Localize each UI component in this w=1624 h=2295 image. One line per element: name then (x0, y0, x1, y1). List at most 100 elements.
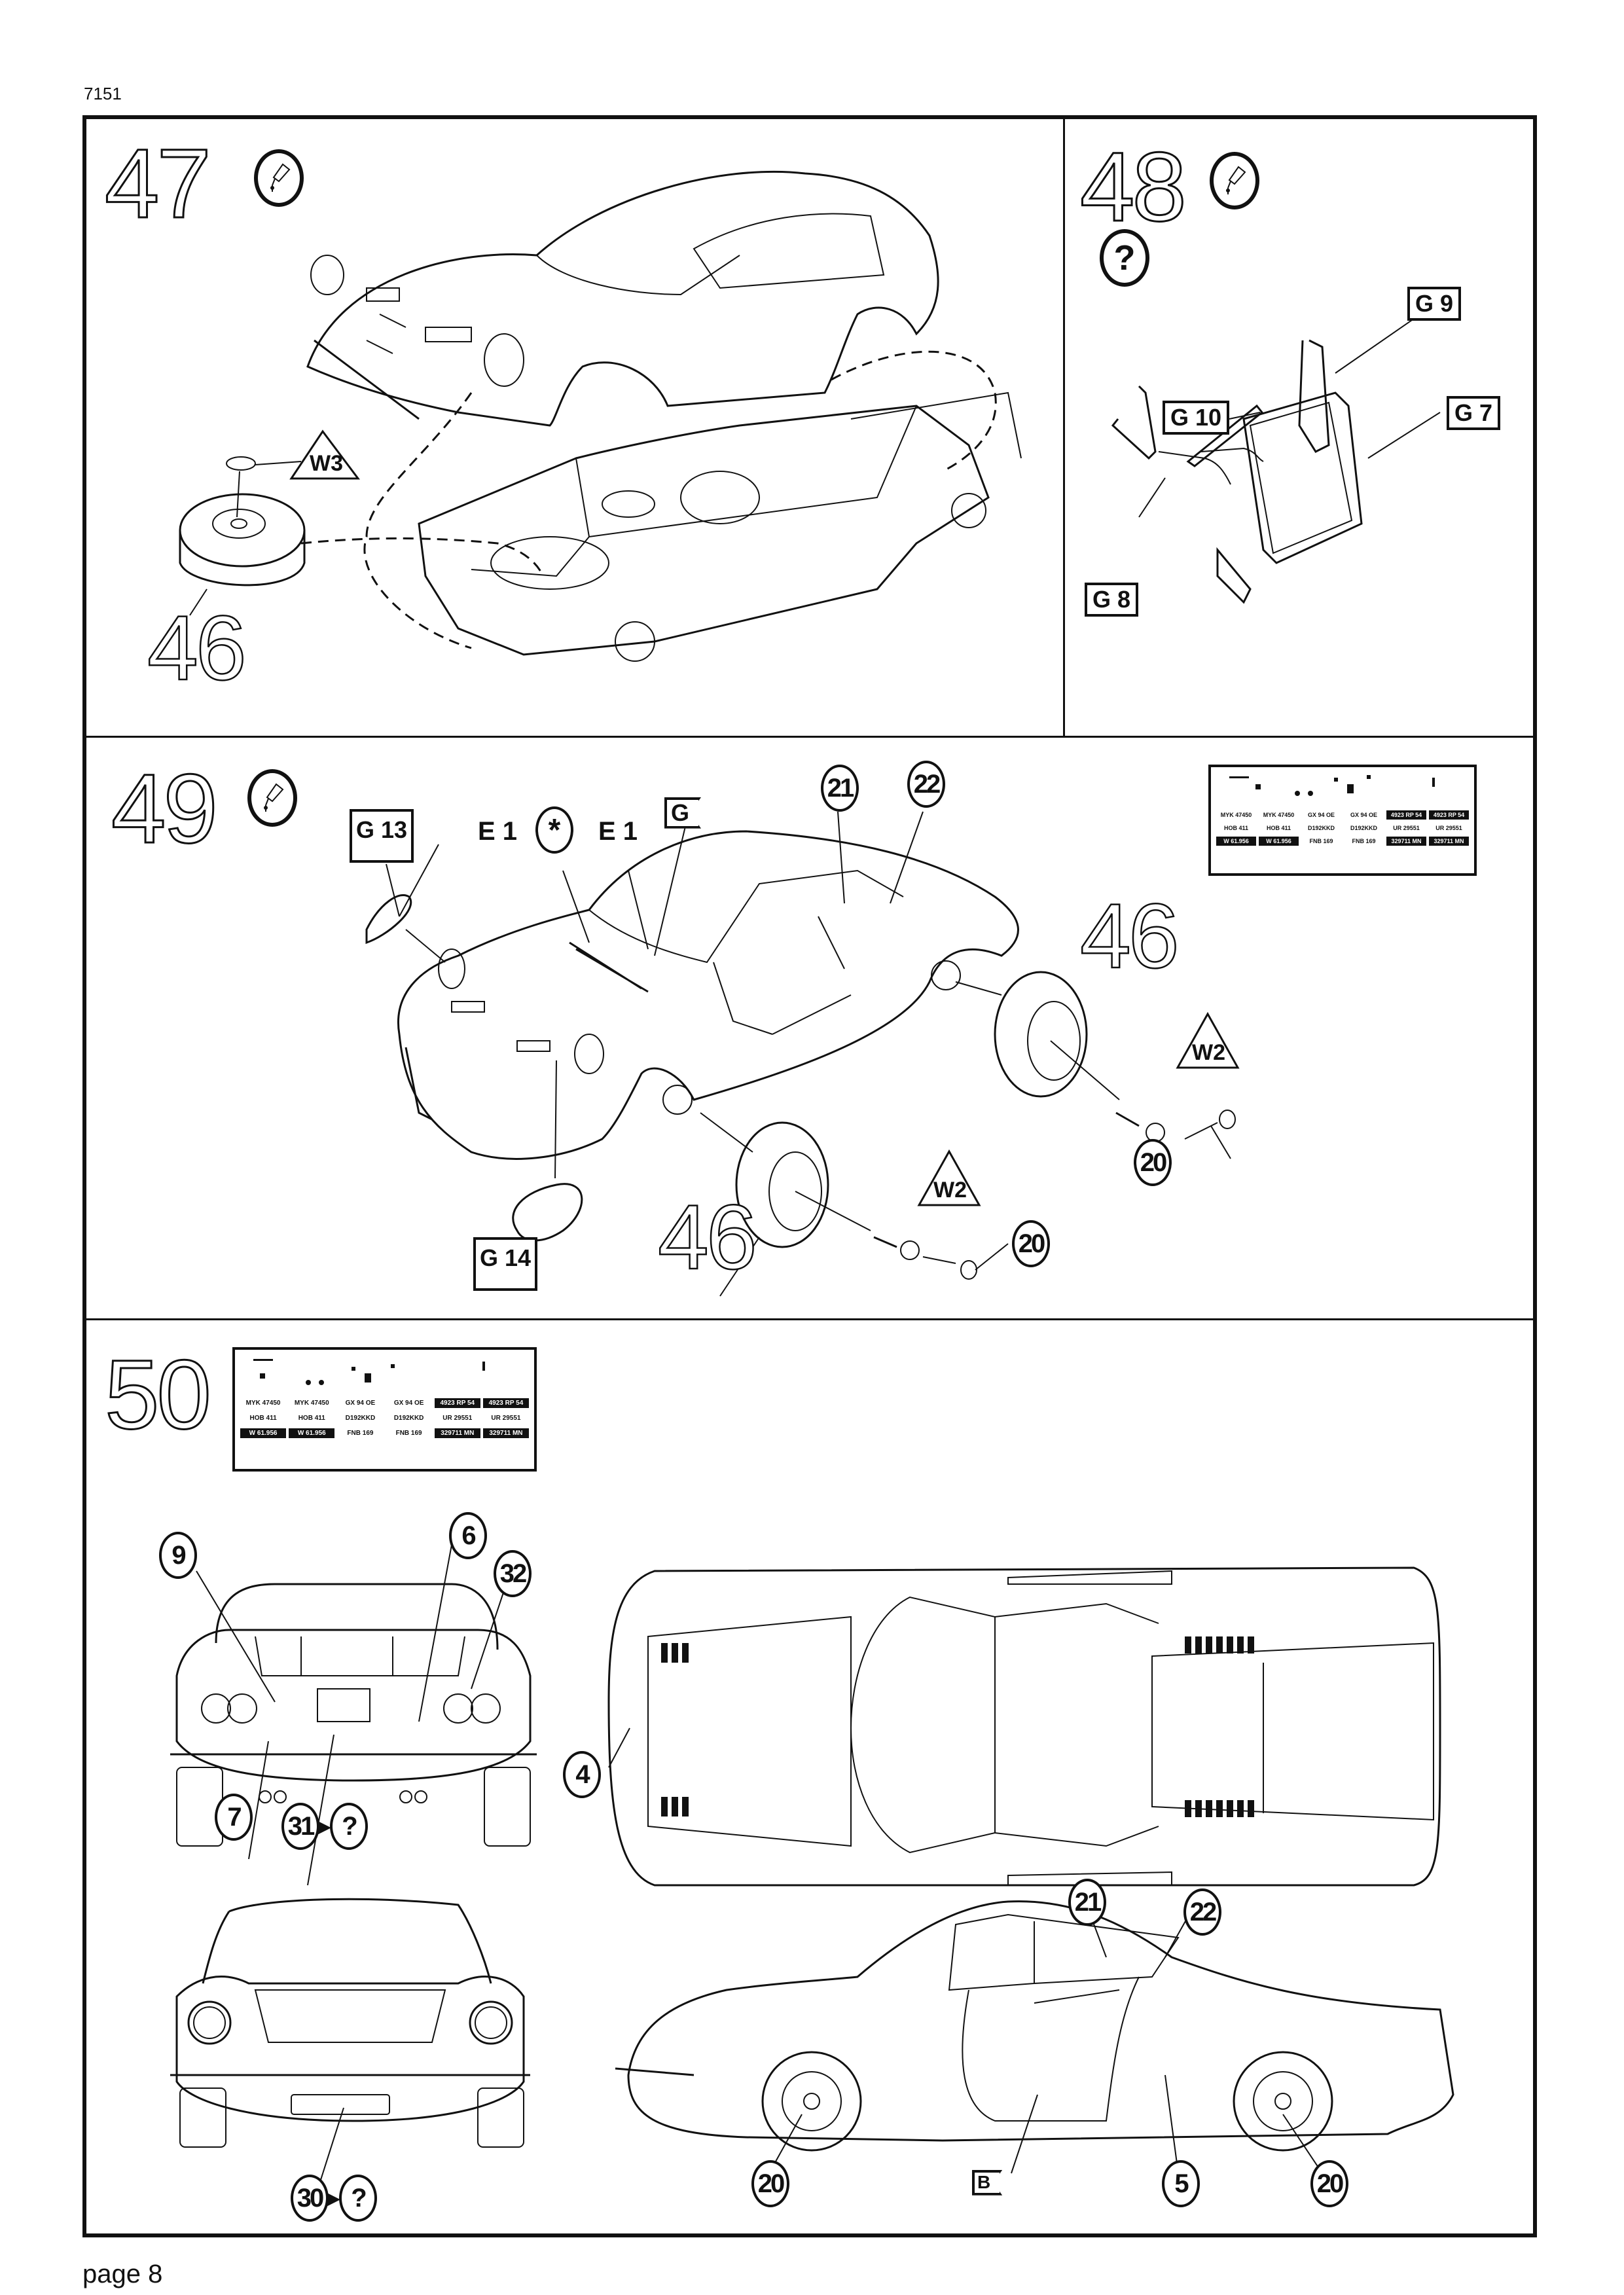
arrow-icon: ▶ (318, 1816, 331, 1836)
plate: GX 94 OE (393, 1400, 424, 1407)
part-number-46: 46 (147, 596, 247, 699)
decal-row: MYK 47450 MYK 47450 GX 94 OE GX 94 OE 49… (1216, 810, 1469, 820)
part-label-g7: G 7 (1447, 396, 1501, 430)
divider-47-48 (1063, 117, 1065, 736)
plate: FNB 169 (347, 1430, 374, 1437)
plate: UR 29551 (491, 1415, 521, 1422)
page-label: page 8 (82, 2260, 163, 2288)
plate: GX 94 OE (345, 1400, 376, 1407)
plate: 329711 MN (1429, 837, 1469, 846)
plate: 4923 RP 54 (434, 1398, 480, 1408)
callout-4: 4 (563, 1751, 601, 1798)
plate: HOB 411 (1223, 825, 1249, 831)
plate: MYK 47450 (1220, 812, 1252, 818)
part-number-46-rear: 46 (1079, 884, 1180, 987)
callout-20-rear-wheel: 20 (1310, 2160, 1348, 2207)
callout-31-with-question: 31 ▶ ? (281, 1803, 368, 1850)
plate: HOB 411 (249, 1415, 277, 1422)
decal-row: HOB 411 HOB 411 D192KKD D192KKD UR 29551… (1216, 823, 1469, 833)
callout-30: 30 (291, 2175, 329, 2222)
step-number: 47 (104, 128, 213, 238)
plate: W 61.956 (289, 1428, 335, 1438)
arrow-icon: ▶ (327, 2188, 340, 2208)
plate: GX 94 OE (1307, 812, 1335, 818)
glue-icon (247, 769, 297, 827)
plate: FNB 169 (395, 1430, 422, 1437)
plate: D192KKD (1350, 825, 1377, 831)
plate: 4923 RP 54 (1429, 810, 1469, 820)
plate: D192KKD (345, 1415, 376, 1422)
step-number: 48 (1079, 132, 1188, 242)
part-number-46-front: 46 (657, 1185, 758, 1288)
part-label-g10: G 10 (1163, 401, 1230, 435)
step-number: 50 (104, 1339, 213, 1449)
divider-47-49 (84, 736, 1535, 738)
callout-21: 21 (821, 765, 859, 812)
plate: MYK 47450 (1263, 812, 1295, 818)
plate: 4923 RP 54 (482, 1398, 530, 1408)
decal-sheet-thumbnail: MYK 47450 MYK 47450 GX 94 OE GX 94 OE 49… (1208, 765, 1477, 876)
plate: W 61.956 (240, 1428, 287, 1438)
question-icon: ? (330, 1803, 368, 1850)
plate: 329711 MN (482, 1428, 530, 1438)
plate: UR 29551 (1435, 825, 1462, 831)
part-label-g9: G 9 (1407, 287, 1462, 321)
w3-label: W3 (310, 451, 343, 476)
part-label-g14: G 14 (473, 1237, 538, 1291)
question-icon: ? (339, 2175, 377, 2222)
decal-row: W 61.956 W 61.956 FNB 169 FNB 169 329711… (1216, 837, 1469, 846)
plate: HOB 411 (1266, 825, 1291, 831)
decal-row: MYK 47450 MYK 47450 GX 94 OE GX 94 OE 49… (240, 1398, 530, 1408)
callout-6: 6 (449, 1512, 487, 1559)
w3-callout: W3 (289, 429, 362, 484)
question-icon: ? (1100, 229, 1149, 287)
plate: 329711 MN (1386, 837, 1426, 846)
w2-label: W2 (1192, 1040, 1225, 1065)
callout-30-with-question: 30 ▶ ? (291, 2175, 377, 2222)
plate: HOB 411 (298, 1415, 325, 1422)
plate: MYK 47450 (245, 1400, 281, 1407)
decal-sheet-thumbnail: MYK 47450 MYK 47450 GX 94 OE GX 94 OE 49… (232, 1347, 537, 1472)
plate: FNB 169 (1309, 838, 1333, 844)
part-label-g8: G 8 (1085, 583, 1139, 617)
callout-7: 7 (215, 1794, 253, 1841)
part-label-e1-right: E 1 (598, 817, 638, 846)
kit-number: 7151 (84, 84, 122, 103)
callout-9: 9 (159, 1532, 197, 1579)
callout-5: 5 (1162, 2160, 1200, 2207)
callout-22: 22 (907, 761, 945, 808)
callout-21: 21 (1068, 1879, 1106, 1926)
w2-callout-rear: W2 (1175, 1011, 1240, 1074)
w2-callout-front: W2 (916, 1149, 982, 1211)
callout-20-front: 20 (1012, 1220, 1050, 1267)
plate: D192KKD (1307, 825, 1335, 831)
decal-marks (240, 1354, 529, 1397)
callout-32: 32 (494, 1550, 532, 1597)
part-label-e1-left: E 1 (478, 817, 518, 846)
plate: W 61.956 (1216, 837, 1256, 846)
plate: GX 94 OE (1350, 812, 1378, 818)
plate: D192KKD (393, 1415, 424, 1422)
glue-icon (254, 149, 304, 207)
plate: 4923 RP 54 (1386, 810, 1426, 820)
callout-20-rear: 20 (1134, 1139, 1172, 1186)
decal-row: HOB 411 HOB 411 D192KKD D192KKD UR 29551… (240, 1413, 529, 1423)
decal-row: W 61.956 W 61.956 FNB 169 FNB 169 329711… (240, 1428, 530, 1438)
glue-icon (1210, 152, 1259, 209)
callout-20-front-wheel: 20 (751, 2160, 789, 2207)
instruction-frame (82, 115, 1537, 2237)
asterisk-icon: * (535, 806, 573, 854)
part-label-g13: G 13 (350, 809, 414, 863)
decal-marks (1216, 771, 1469, 809)
plate: 329711 MN (434, 1428, 480, 1438)
callout-31: 31 (281, 1803, 319, 1850)
plate: W 61.956 (1259, 837, 1299, 846)
step-number: 49 (111, 753, 219, 863)
callout-22: 22 (1183, 1888, 1221, 1936)
plate: MYK 47450 (294, 1400, 329, 1407)
divider-49-50 (84, 1318, 1535, 1320)
